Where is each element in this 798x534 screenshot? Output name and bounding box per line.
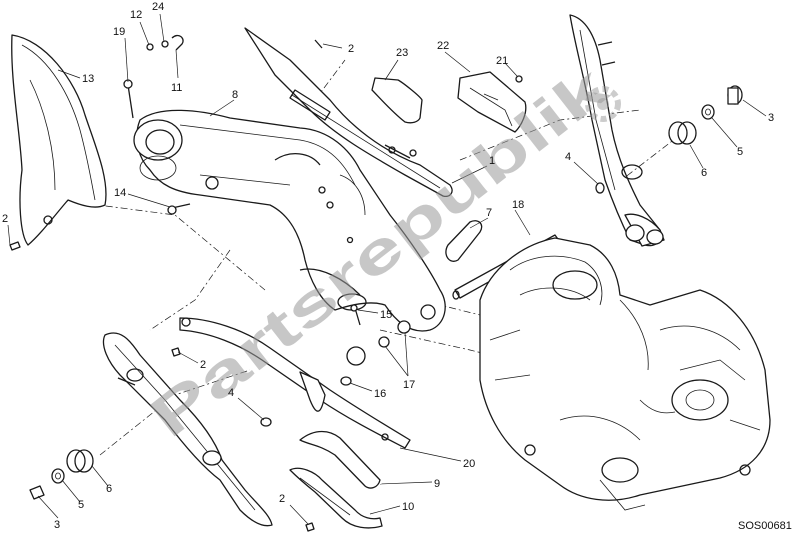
callout-1: 1 <box>489 155 495 167</box>
callout-labels: 13 2 19 12 24 11 8 2 23 22 21 3 5 6 4 1 … <box>2 1 774 531</box>
callout-11: 11 <box>171 82 182 94</box>
engine-block <box>479 237 771 511</box>
callout-24: 24 <box>152 1 164 13</box>
callout-20: 20 <box>463 458 475 470</box>
swingarm-part-8 <box>133 109 446 332</box>
callout-6: 6 <box>701 167 707 179</box>
callout-18: 18 <box>512 199 524 211</box>
callout-2: 2 <box>2 213 8 225</box>
left-side-hardware <box>29 449 94 500</box>
callout-3: 3 <box>54 519 60 531</box>
callout-13: 13 <box>82 73 94 85</box>
callout-2: 2 <box>348 43 354 55</box>
watermark-gear-icon <box>585 86 621 122</box>
cover-part-22 <box>457 71 527 133</box>
callout-17: 17 <box>403 379 415 391</box>
callout-4: 4 <box>565 151 571 163</box>
left-footpeg-bracket <box>102 332 273 527</box>
callout-5: 5 <box>78 499 84 511</box>
pad-part-7 <box>445 220 483 262</box>
callout-3: 3 <box>768 112 774 124</box>
diagram-code: SOS00681 <box>738 520 792 532</box>
callout-leaders <box>7 13 767 525</box>
callout-9: 9 <box>434 478 440 490</box>
callout-22: 22 <box>437 40 449 52</box>
callout-2: 2 <box>200 359 206 371</box>
chain-guard-part-13 <box>9 34 107 251</box>
chain-slider-part-1 <box>244 27 453 198</box>
lower-guides-part-9-10 <box>289 430 383 529</box>
callout-4: 4 <box>228 387 234 399</box>
callout-12: 12 <box>130 9 142 21</box>
callout-15: 15 <box>380 309 392 321</box>
callout-6: 6 <box>106 483 112 495</box>
callout-8: 8 <box>232 89 238 101</box>
callout-2: 2 <box>279 493 285 505</box>
chain-guide-part-20 <box>179 317 411 449</box>
callout-21: 21 <box>496 55 508 67</box>
callout-7: 7 <box>486 207 492 219</box>
right-side-hardware <box>595 85 743 194</box>
callout-10: 10 <box>402 501 414 513</box>
callout-19: 19 <box>113 26 125 38</box>
callout-14: 14 <box>114 187 126 199</box>
sticker-part-23 <box>371 77 423 124</box>
callout-16: 16 <box>374 388 386 400</box>
fasteners <box>123 34 523 532</box>
callout-5: 5 <box>737 146 743 158</box>
callout-23: 23 <box>396 47 408 59</box>
